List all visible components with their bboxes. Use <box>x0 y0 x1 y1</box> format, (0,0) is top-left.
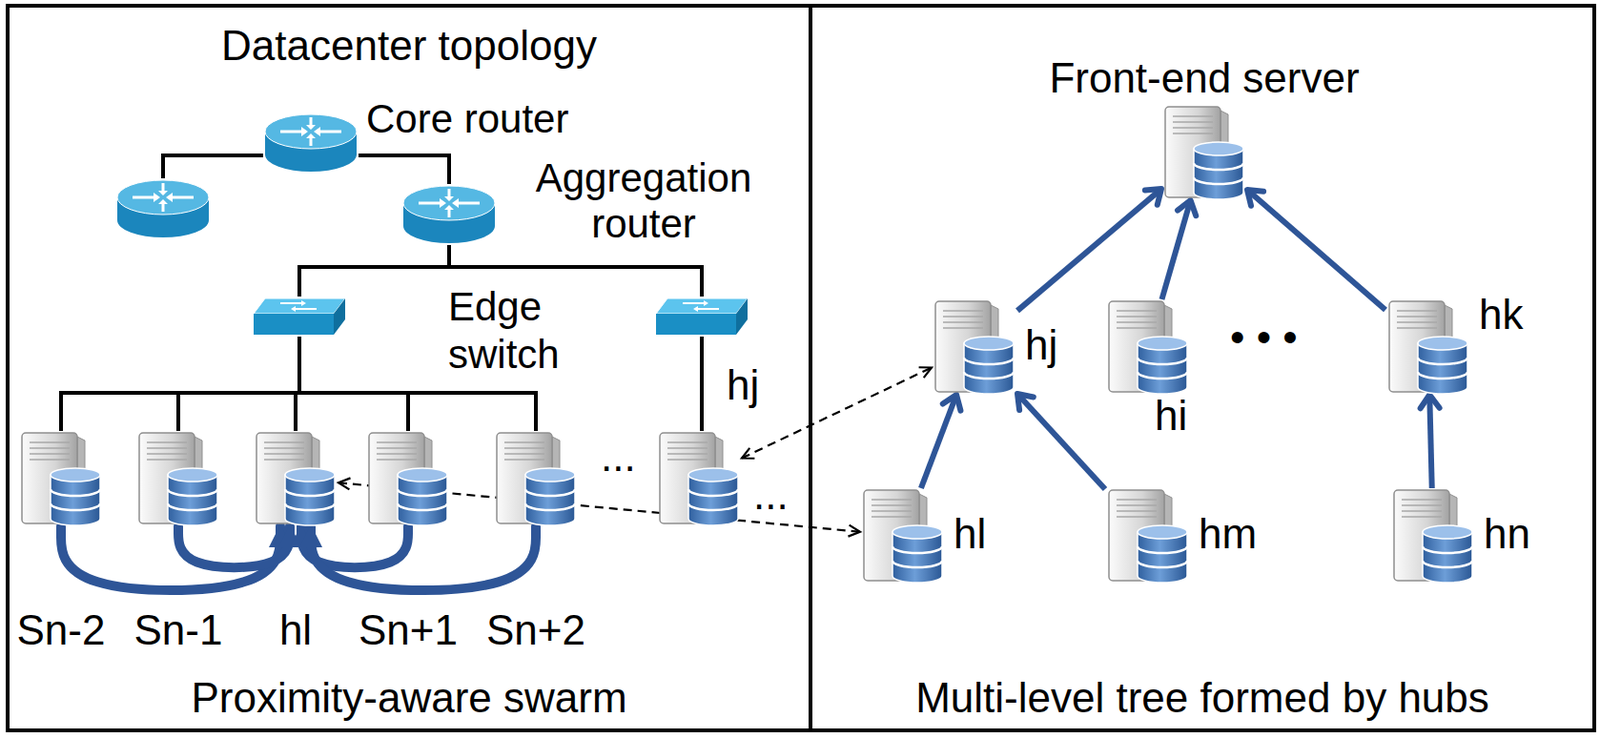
panel-caption: Multi-level tree formed by hubs <box>812 675 1593 721</box>
server-icon <box>18 430 104 527</box>
network-wire <box>163 155 264 179</box>
panel-title: Datacenter topology <box>9 22 809 69</box>
topology-panel: Datacenter topologyProximity-aware swarm… <box>5 3 813 733</box>
front-end-server: Front-end server <box>1161 104 1248 201</box>
icon-shape <box>253 298 346 335</box>
server-node: Sn-2 <box>18 430 104 527</box>
network-wire <box>299 245 450 297</box>
swarm-arc <box>310 526 536 591</box>
tree-arrow <box>1017 188 1162 311</box>
device-label: Front-end server <box>1048 55 1359 102</box>
server-icon <box>860 488 946 584</box>
network-wire <box>699 336 704 431</box>
server-icon <box>1390 488 1477 584</box>
server-node: Sn+1 <box>365 430 452 527</box>
device-label: hj <box>1025 322 1058 369</box>
swarm-arc <box>61 526 281 591</box>
server-node: hn <box>1390 488 1477 584</box>
device-label: Aggregation router <box>500 155 787 248</box>
icon-shape <box>265 114 357 172</box>
router-icon <box>263 112 359 174</box>
server-icon <box>1385 299 1472 395</box>
device-label: hl <box>279 607 312 654</box>
icon-shape <box>1389 301 1468 394</box>
switch-icon <box>656 298 748 335</box>
server-node: hl <box>252 430 339 527</box>
tree-arrow <box>921 394 957 489</box>
tree-arrow <box>1429 394 1432 489</box>
icon-shape <box>256 432 335 526</box>
icon-shape <box>659 432 739 526</box>
network-wire <box>61 336 300 431</box>
network-wire <box>299 336 409 431</box>
device-label: hk <box>1478 291 1523 338</box>
server-icon <box>135 430 222 527</box>
server-node: hj <box>931 299 1018 395</box>
icon-shape <box>496 432 575 526</box>
device-label: hn <box>1483 511 1531 557</box>
server-icon <box>1105 299 1191 395</box>
icon-shape <box>369 432 448 526</box>
ellipsis-mark: ... <box>600 433 636 480</box>
server-icon <box>656 430 742 527</box>
server-node: hm <box>1105 488 1191 584</box>
device-label: hj <box>726 362 759 409</box>
server-icon <box>931 299 1018 395</box>
icon-shape <box>935 301 1014 394</box>
network-wire <box>178 336 300 431</box>
switch-icon <box>251 296 348 337</box>
server-node: hj <box>656 430 742 527</box>
server-node: Sn-1 <box>135 430 222 527</box>
device-label: hl <box>953 511 986 557</box>
router-node: Core router <box>263 112 359 174</box>
server-icon <box>1105 488 1191 584</box>
icon-shape <box>21 432 101 526</box>
tree-arrow <box>1017 393 1106 490</box>
device-label: Core router <box>366 97 569 142</box>
router-icon <box>117 180 209 238</box>
server-node: hi <box>1105 299 1191 395</box>
tree-panel: Multi-level tree formed by hubs Front-end… <box>808 3 1597 733</box>
device-label: hi <box>1154 392 1188 439</box>
panel-caption: Proximity-aware swarm <box>9 675 809 721</box>
icon-shape <box>1108 301 1188 394</box>
icon-shape <box>403 185 495 244</box>
tree-arrow <box>1161 200 1190 300</box>
ellipsis-mark: • • • <box>1230 314 1298 361</box>
server-icon <box>365 430 452 527</box>
server-icon <box>492 430 579 527</box>
icon-shape <box>1394 490 1473 583</box>
server-node: Sn+2 <box>492 430 579 527</box>
device-label: Sn-1 <box>134 607 224 654</box>
mapping-arrow <box>741 367 932 458</box>
network-wire <box>358 155 450 185</box>
swarm-arc <box>178 526 290 568</box>
device-label: Sn-2 <box>17 607 106 654</box>
switch-node: Edge switch <box>251 296 348 337</box>
icon-shape <box>863 490 943 583</box>
ellipsis-mark: ... <box>753 471 789 518</box>
icon-shape <box>1108 490 1188 583</box>
device-label: hm <box>1198 511 1257 557</box>
router-icon <box>401 184 497 246</box>
icon-shape <box>139 432 218 526</box>
device-label: Sn+2 <box>486 607 586 654</box>
icon-shape <box>1165 106 1244 200</box>
tree-arrow <box>1247 189 1386 310</box>
device-label: Edge switch <box>448 283 592 380</box>
server-node: hl <box>860 488 946 584</box>
server-node: hk <box>1385 299 1472 395</box>
server-icon <box>252 430 339 527</box>
device-label: Sn+1 <box>358 607 458 654</box>
server-icon <box>1161 104 1248 201</box>
router-node: Aggregation router <box>401 184 497 246</box>
